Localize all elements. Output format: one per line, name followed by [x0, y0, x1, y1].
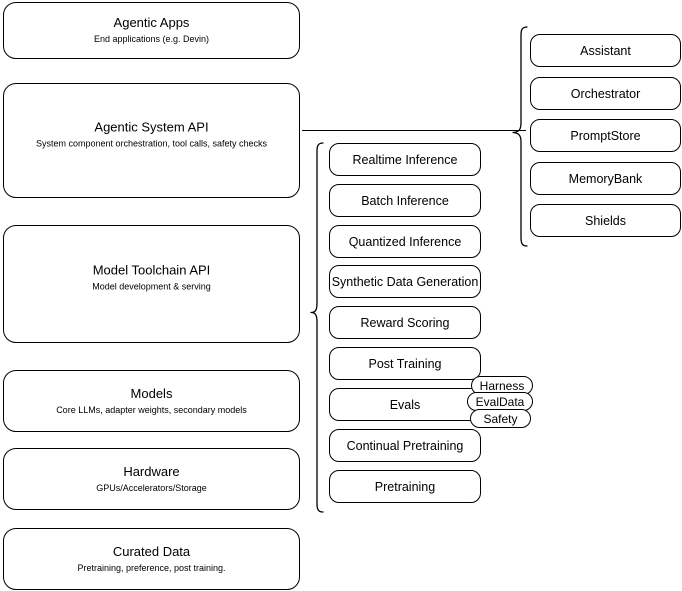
brace-system-components	[512, 26, 528, 247]
system-component-assistant[interactable]: Assistant	[530, 34, 681, 67]
layer-model-toolchain-api[interactable]: Model Toolchain API Model development & …	[3, 225, 300, 343]
layer-title: Models	[130, 385, 173, 401]
capability-quantized-inference[interactable]: Quantized Inference	[329, 225, 481, 258]
system-component-label: MemoryBank	[568, 171, 643, 186]
layer-title: Model Toolchain API	[92, 262, 211, 278]
layer-title: Curated Data	[112, 543, 191, 559]
capability-label: Batch Inference	[361, 193, 449, 208]
capability-label: Realtime Inference	[352, 152, 458, 167]
capability-label: Synthetic Data Generation	[331, 274, 479, 289]
capability-post-training[interactable]: Post Training	[329, 347, 481, 380]
layer-title: Hardware	[123, 463, 180, 479]
layer-title: Agentic System API	[94, 119, 209, 135]
layer-subtitle: Model development & serving	[92, 281, 211, 292]
capability-label: Continual Pretraining	[346, 438, 464, 453]
layer-title: Agentic Apps	[113, 15, 190, 30]
capability-evals[interactable]: Evals	[329, 388, 481, 421]
layer-hardware[interactable]: Hardware GPUs/Accelerators/Storage	[3, 448, 300, 510]
capability-label: Evals	[389, 397, 421, 412]
system-component-promptstore[interactable]: PromptStore	[530, 119, 681, 152]
capability-reward-scoring[interactable]: Reward Scoring	[329, 306, 481, 339]
capability-label: Reward Scoring	[360, 315, 450, 330]
system-component-label: Assistant	[580, 43, 631, 58]
layer-subtitle: Core LLMs, adapter weights, secondary mo…	[56, 404, 247, 415]
layer-subtitle: Pretraining, preference, post training.	[77, 562, 226, 573]
evals-badge-label: Harness	[479, 378, 525, 393]
system-component-orchestrator[interactable]: Orchestrator	[530, 77, 681, 110]
layer-text-group: Model Toolchain API Model development & …	[4, 263, 299, 294]
layer-models[interactable]: Models Core LLMs, adapter weights, secon…	[3, 370, 300, 432]
capability-pretraining[interactable]: Pretraining	[329, 470, 481, 503]
system-component-label: PromptStore	[570, 128, 641, 143]
capability-batch-inference[interactable]: Batch Inference	[329, 184, 481, 217]
layer-subtitle: End applications (e.g. Devin)	[93, 34, 210, 44]
capability-label: Post Training	[368, 356, 442, 371]
evals-badge-label: EvalData	[475, 394, 525, 409]
evals-badge-safety[interactable]: Safety	[470, 409, 531, 428]
layer-text-group: Agentic System API System component orch…	[4, 119, 299, 150]
brace-toolchain-capabilities	[310, 142, 324, 513]
layer-agentic-apps[interactable]: Agentic Apps End applications (e.g. Devi…	[3, 2, 300, 59]
connector-line-system-api-to-components	[302, 130, 526, 131]
system-component-shields[interactable]: Shields	[530, 204, 681, 237]
layer-curated-data[interactable]: Curated Data Pretraining, preference, po…	[3, 528, 300, 590]
layer-subtitle: GPUs/Accelerators/Storage	[96, 482, 207, 493]
capability-synthetic-data-generation[interactable]: Synthetic Data Generation	[329, 265, 481, 298]
capability-realtime-inference[interactable]: Realtime Inference	[329, 143, 481, 176]
system-component-label: Orchestrator	[570, 86, 641, 101]
layer-subtitle: System component orchestration, tool cal…	[35, 138, 268, 149]
system-component-label: Shields	[585, 213, 626, 228]
capability-continual-pretraining[interactable]: Continual Pretraining	[329, 429, 481, 462]
capability-label: Quantized Inference	[348, 234, 462, 249]
evals-badge-evaldata[interactable]: EvalData	[467, 392, 533, 411]
evals-badge-label: Safety	[483, 411, 518, 426]
layer-agentic-system-api[interactable]: Agentic System API System component orch…	[3, 83, 300, 198]
capability-label: Pretraining	[374, 479, 436, 494]
system-component-memorybank[interactable]: MemoryBank	[530, 162, 681, 195]
